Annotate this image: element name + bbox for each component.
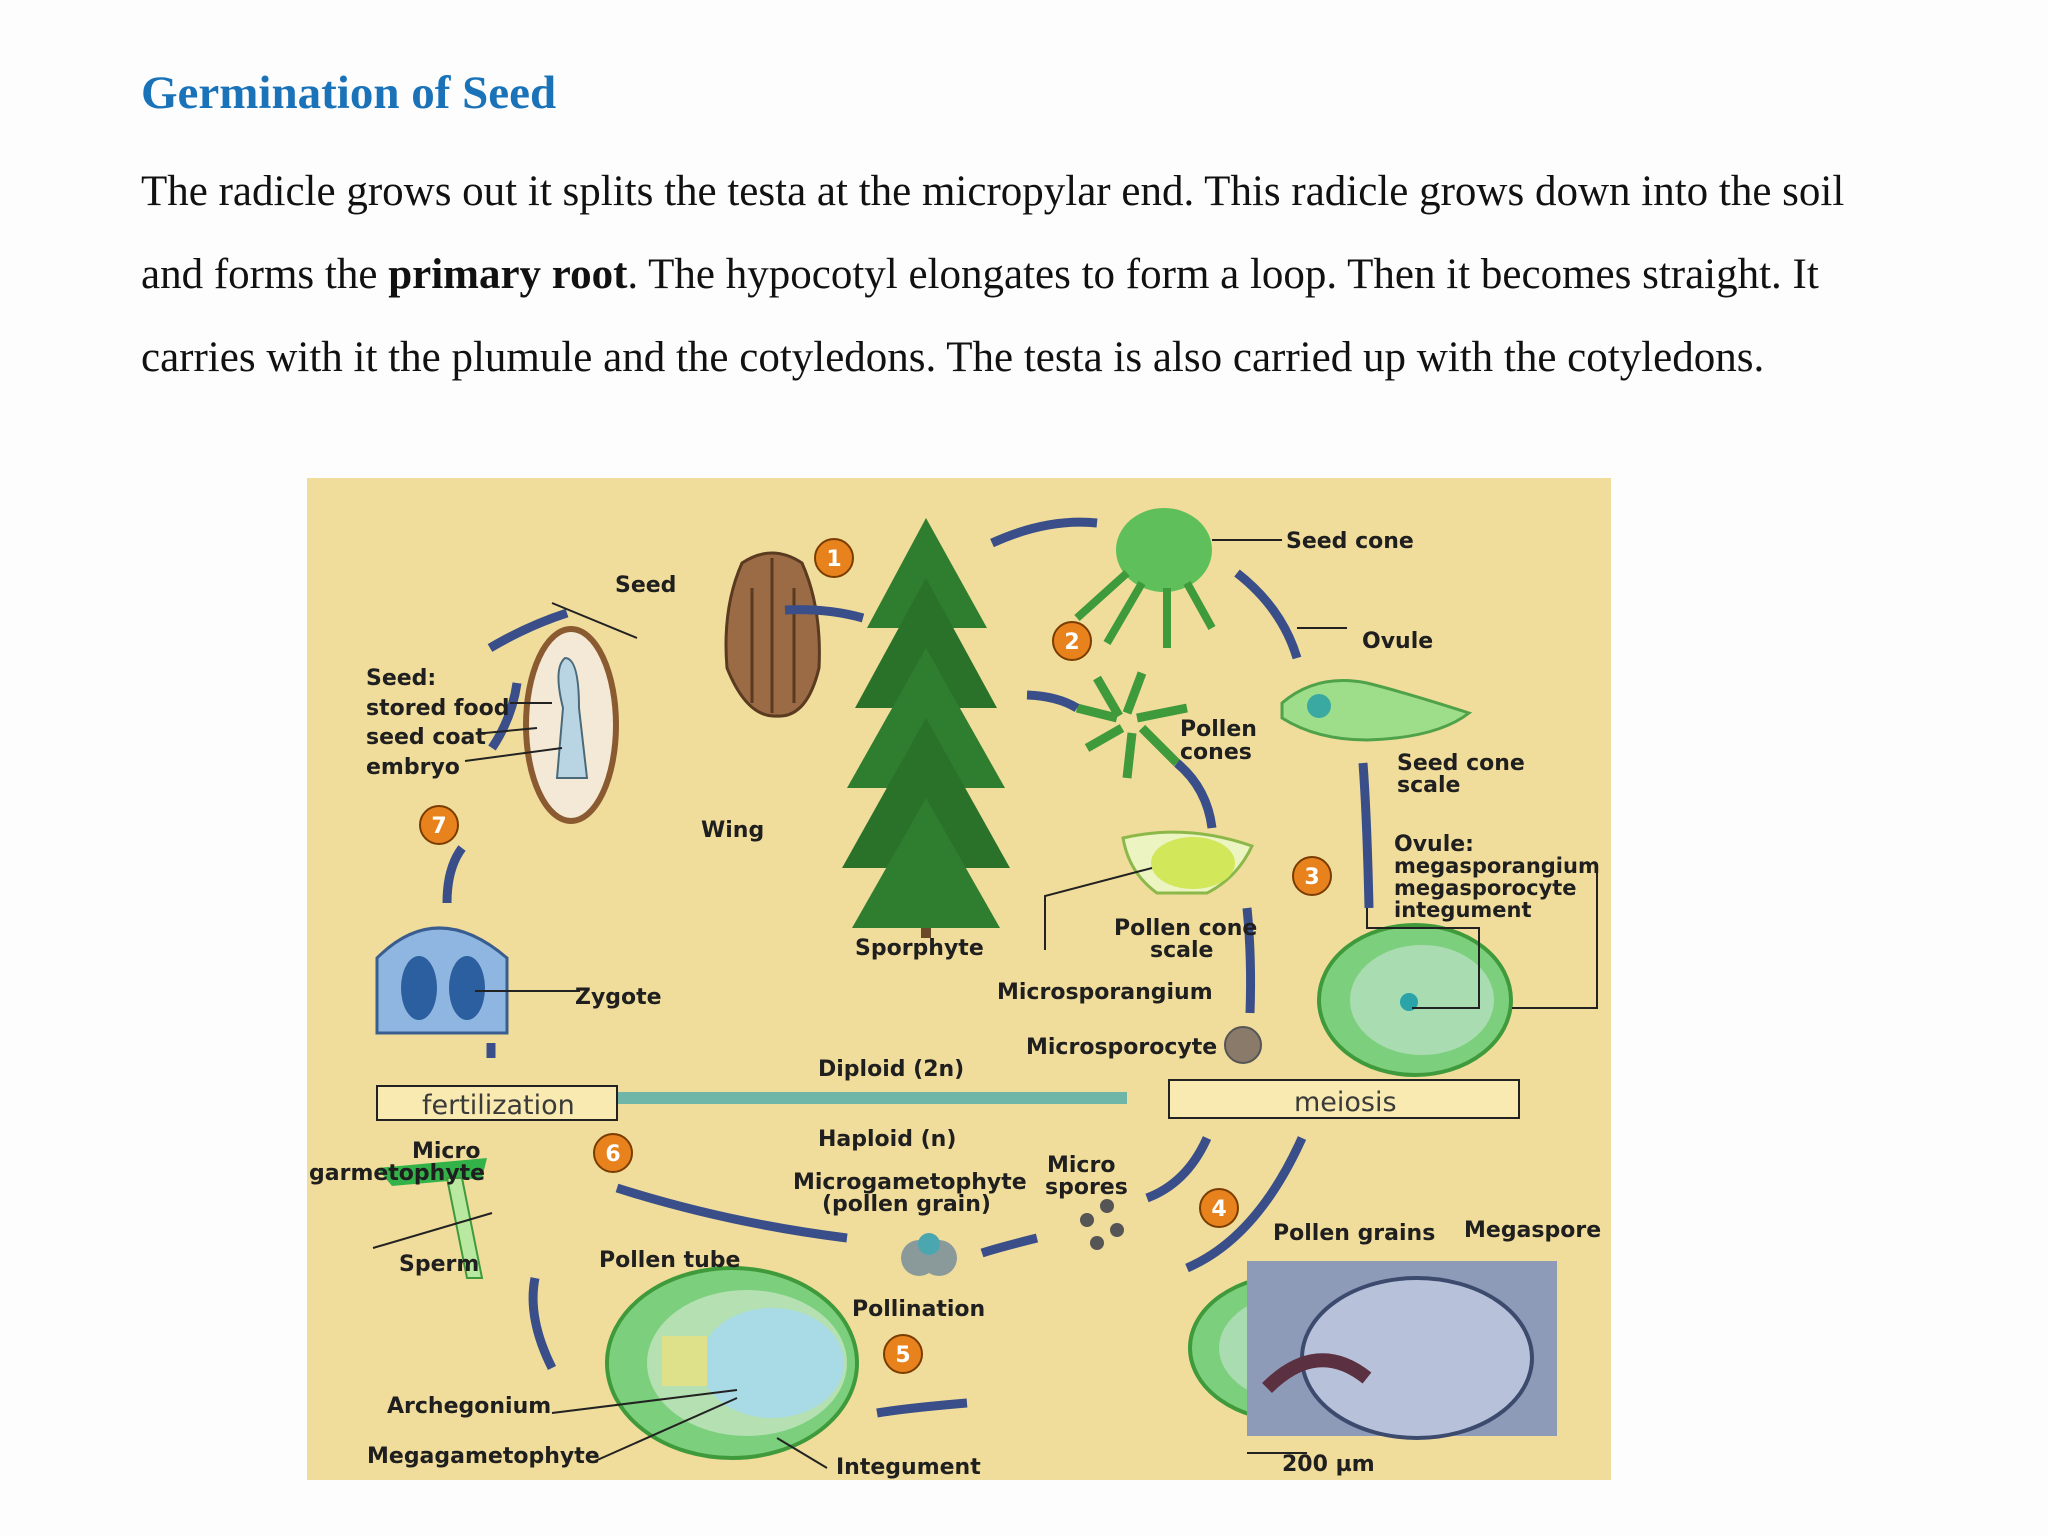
microgametophyte-grain: [901, 1233, 957, 1276]
label-microspores-1: Micro: [1047, 1153, 1115, 1178]
label-micro-garm-1: Micro: [412, 1139, 480, 1164]
label-seed-cone-scale-2: scale: [1397, 773, 1460, 798]
ovule-small: [1280, 679, 1473, 742]
pollen-cones: [1075, 671, 1188, 779]
micro-gametophyte: [377, 1158, 487, 1279]
label-wing: Wing: [701, 818, 764, 843]
ploidy-bar: [376, 1079, 1520, 1121]
svg-text:6: 6: [605, 1142, 620, 1167]
step-badge-1: 1: [814, 538, 854, 578]
label-seed-parts-title: Seed:: [366, 666, 436, 691]
svg-text:3: 3: [1304, 865, 1319, 890]
label-archegonium: Archegonium: [387, 1394, 551, 1419]
zygote-structure: [375, 926, 509, 1035]
cycle-arrows: [442, 517, 1374, 1418]
label-seed-cone-scale-1: Seed cone: [1397, 751, 1525, 776]
diagram-labels: Seed cone Seed Ovule Seed: stored food s…: [309, 529, 1601, 1480]
label-seed-cone: Seed cone: [1286, 529, 1414, 554]
step-badge-3: 3: [1292, 856, 1332, 896]
seed-cone: [1074, 508, 1216, 648]
label-ovule-detail-4: integument: [1394, 898, 1532, 922]
label-pollination: Pollination: [852, 1297, 985, 1322]
seed-cross-section: [523, 626, 619, 824]
step-badges: 1 2 3 4 5: [419, 538, 1332, 1374]
label-pollen-cones-1: Pollen: [1180, 717, 1257, 742]
winged-seed: [724, 551, 821, 718]
label-microsporangium: Microsporangium: [997, 980, 1213, 1005]
label-ovule-detail-2: megasporangium: [1394, 854, 1600, 878]
paragraph-bold-term: primary root: [388, 251, 628, 298]
label-pollen-tube: Pollen tube: [599, 1248, 740, 1273]
label-meiosis: meiosis: [1294, 1087, 1397, 1118]
body-paragraph: The radicle grows out it splits the test…: [141, 150, 1861, 399]
megagametophyte-ovule: [605, 1266, 859, 1460]
step-badge-6: 6: [593, 1133, 633, 1173]
label-pollen-cone-scale-1: Pollen cone: [1114, 916, 1257, 941]
label-megagametophyte: Megagametophyte: [367, 1444, 600, 1469]
label-scale-bar: 200 µm: [1282, 1452, 1375, 1477]
svg-text:5: 5: [895, 1343, 910, 1368]
sporophyte-tree: [842, 518, 1010, 938]
label-ovule-detail-3: megasporocyte: [1394, 876, 1577, 900]
label-integument: Integument: [836, 1455, 981, 1480]
label-zygote: Zygote: [575, 985, 662, 1010]
label-haploid: Haploid (n): [818, 1127, 956, 1152]
label-fertilization: fertilization: [422, 1090, 575, 1121]
label-sporphyte: Sporphyte: [855, 936, 984, 961]
paragraph-text-1: The radicle grows out it splits the test…: [141, 168, 1845, 298]
label-diploid: Diploid (2n): [818, 1057, 964, 1082]
label-microgametophyte-2: (pollen grain): [822, 1192, 991, 1217]
step-badge-7: 7: [419, 805, 459, 845]
svg-text:2: 2: [1064, 630, 1079, 655]
svg-text:1: 1: [826, 547, 841, 572]
label-microsporocyte: Microsporocyte: [1026, 1035, 1217, 1060]
life-cycle-diagram: 1 2 3 4 5: [309, 508, 1601, 1480]
label-megaspore: Megaspore: [1464, 1218, 1601, 1243]
svg-text:7: 7: [431, 814, 446, 839]
label-seed: Seed: [615, 573, 676, 598]
microsporocyte-cell: [1224, 1026, 1262, 1064]
pine-life-cycle-figure: 1 2 3 4 5: [307, 478, 1611, 1480]
label-stored-food: stored food: [366, 696, 509, 721]
label-microgametophyte-1: Microgametophyte: [793, 1170, 1027, 1195]
paragraph-text-2: . The hypocotyl elongates to form a loop…: [141, 251, 1819, 381]
svg-text:4: 4: [1211, 1197, 1226, 1222]
micrograph-image: [1247, 1261, 1557, 1440]
pollen-cone-scale: [1121, 830, 1255, 895]
label-microspores-2: spores: [1045, 1175, 1128, 1200]
step-badge-2: 2: [1052, 621, 1092, 661]
step-badge-4: 4: [1199, 1188, 1239, 1228]
ovule-large: [1317, 923, 1513, 1077]
label-sperm: Sperm: [399, 1252, 479, 1277]
step-badge-5: 5: [883, 1334, 923, 1374]
section-heading: Germination of Seed: [141, 67, 557, 119]
label-pollen-cones-2: cones: [1180, 740, 1252, 765]
leader-lines: [372, 539, 1598, 1469]
label-micro-garm-2: garmetophyte: [309, 1161, 485, 1186]
microspore-cluster: [1080, 1199, 1124, 1250]
label-embryo: embryo: [366, 755, 460, 780]
label-ovule-detail-1: Ovule:: [1394, 832, 1474, 857]
label-ovule: Ovule: [1362, 629, 1433, 654]
label-seed-coat: seed coat: [366, 725, 486, 750]
label-pollen-cone-scale-2: scale: [1150, 938, 1213, 963]
label-pollen-grains: Pollen grains: [1273, 1221, 1435, 1246]
